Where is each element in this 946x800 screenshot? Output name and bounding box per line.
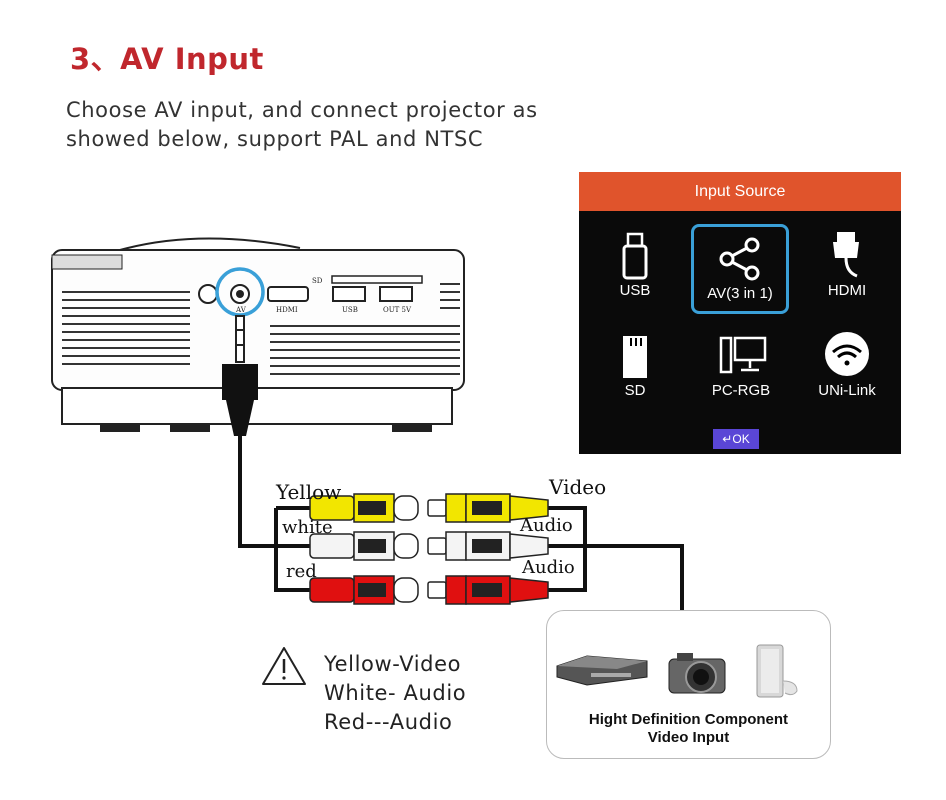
source-hdmi[interactable]: HDMI [797,224,897,314]
port-label-av: AV [235,306,247,314]
source-av[interactable]: AV(3 in 1) [691,224,789,314]
enter-icon: ↵ [722,432,733,446]
warning-icon [262,647,306,685]
share-nodes-icon [694,235,786,285]
hdmi-plug-icon [797,232,897,282]
video-source-devices: Hight Definition Component Video Input [546,610,831,759]
port-label-out5v: OUT 5V [383,306,412,314]
intro-line-2: showed below, support PAL and NTSC [66,127,484,151]
device-caption: Hight Definition Component Video Input [547,711,830,747]
source-label: PC-RGB [711,382,771,399]
computer-icon [691,332,791,382]
source-label: UNi-Link [818,382,876,399]
port-label-usb: USB [342,306,358,314]
ok-label: OK [732,432,750,446]
rca-left-white [309,531,419,561]
av-plug [222,315,258,436]
legend-yellow: Yellow-Video [324,652,462,676]
rca-connectors [309,493,549,605]
legend-white: White- Audio [324,681,467,705]
legend-red: Red---Audio [324,710,453,734]
source-label: USB [619,282,651,299]
usb-drive-icon [585,232,685,282]
source-label: AV(3 in 1) [707,285,773,302]
rca-right-white [427,531,549,561]
cable-label-white: white [282,517,333,538]
cable-label-audio-2: Audio [522,557,575,578]
cable-label-yellow: Yellow [276,480,342,504]
menu-header: Input Source [579,172,901,211]
game-console-icon [756,644,798,698]
rca-right-yellow [427,493,549,523]
rca-left-yellow [309,493,419,523]
cable-label-red: red [286,561,317,582]
dvd-player-icon [556,655,648,686]
cable-label-audio-1: Audio [520,515,573,536]
av-cable [238,436,684,610]
input-source-menu: Input Source USB AV(3 in 1) [579,172,901,454]
source-usb[interactable]: USB [585,224,685,314]
intro-line-1: Choose AV input, and connect projector a… [66,98,538,122]
rca-right-red [427,575,549,605]
page-title: 3、AV Input [70,42,264,76]
device-caption-line-1: Hight Definition Component [588,711,789,728]
sd-card-icon [585,332,685,382]
source-label: HDMI [827,282,867,299]
rca-left-red [309,575,419,605]
port-label-hdmi: HDMI [276,306,298,314]
port-label-sd: SD [312,277,323,285]
projector: AV HDMI USB OUT 5V SD [51,237,465,432]
source-label: SD [624,382,646,399]
camera-icon [668,653,726,694]
source-uni-link[interactable]: UNi-Link [797,324,897,414]
source-sd[interactable]: SD [585,324,685,414]
ok-button[interactable]: ↵OK [713,429,759,449]
cable-label-video: Video [549,475,607,499]
device-caption-line-2: Video Input [647,729,730,746]
device-images [556,644,798,698]
source-pc-rgb[interactable]: PC-RGB [691,324,791,414]
wifi-icon [797,332,897,382]
